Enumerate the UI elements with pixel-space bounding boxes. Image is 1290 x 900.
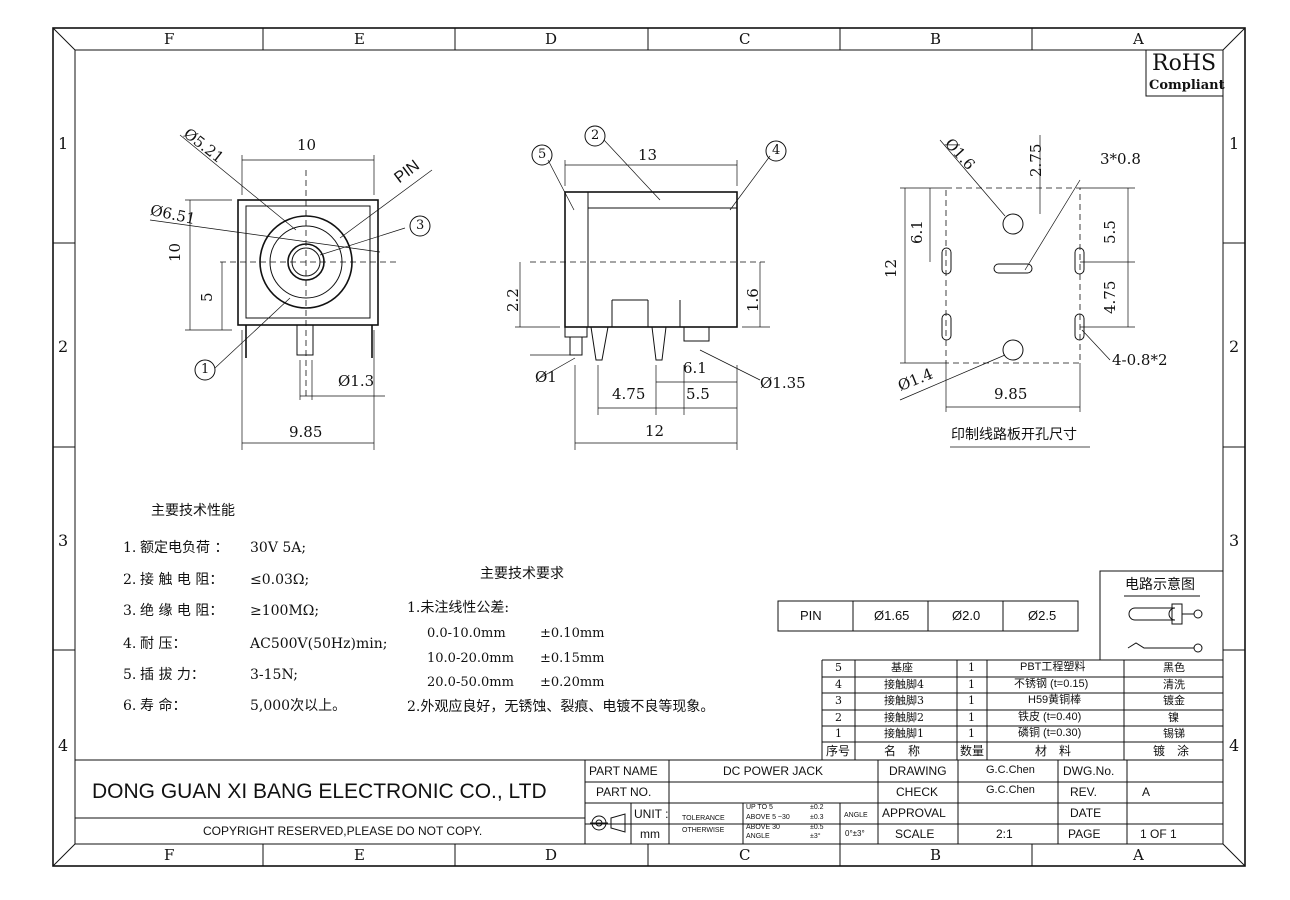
sheet-frame — [52, 27, 1246, 867]
pcb-layout-view — [899, 135, 1135, 448]
projection-symbol — [590, 813, 626, 833]
pin-table — [777, 600, 1079, 632]
circuit-box — [1099, 570, 1223, 660]
side-view — [515, 125, 787, 450]
front-view — [149, 134, 433, 450]
rohs-box — [1145, 49, 1224, 97]
bom-table — [821, 659, 1223, 760]
title-block-grid — [75, 759, 1223, 844]
